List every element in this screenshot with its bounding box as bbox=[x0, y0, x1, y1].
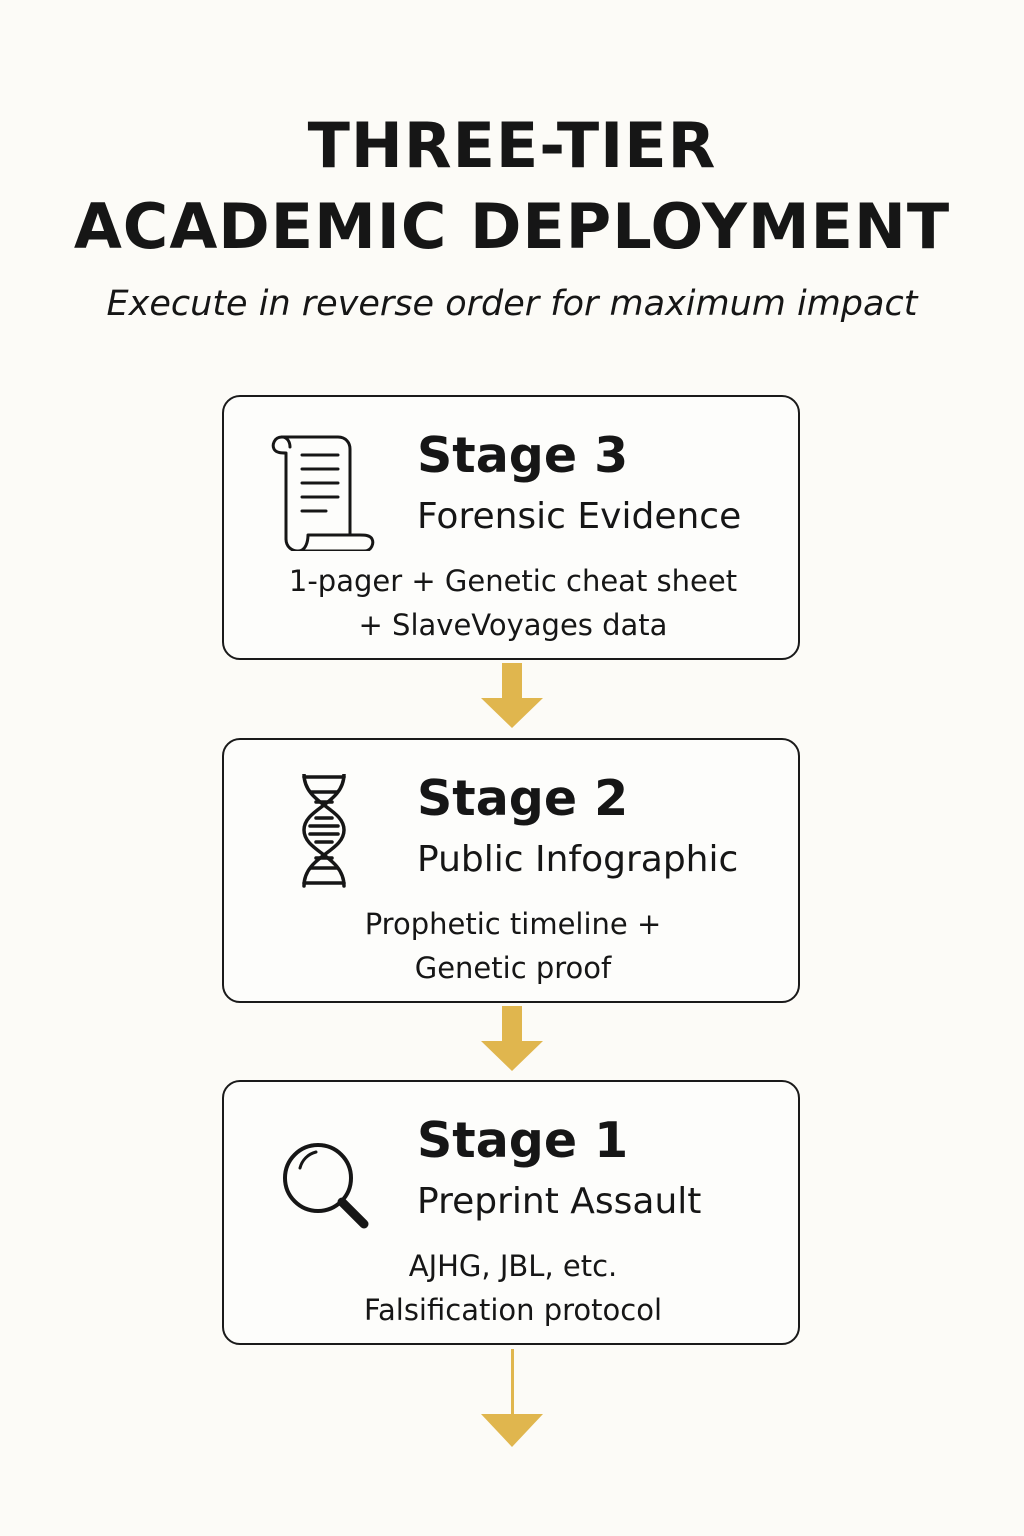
magnifying-glass-icon bbox=[283, 1143, 369, 1229]
stage-1-label: Stage 1 bbox=[417, 1112, 629, 1169]
arrow-stage1-out bbox=[481, 1349, 543, 1447]
stage-1-card: Stage 1 Preprint Assault AJHG, JBL, etc.… bbox=[222, 1080, 800, 1345]
stage-3-name: Forensic Evidence bbox=[417, 496, 742, 537]
stage-2-label: Stage 2 bbox=[417, 770, 629, 827]
stage-3-description: 1-pager + Genetic cheat sheet + SlaveVoy… bbox=[224, 559, 802, 647]
stage-3-desc-line-2: + SlaveVoyages data bbox=[358, 608, 668, 642]
stage-2-description: Prophetic timeline + Genetic proof bbox=[224, 902, 802, 990]
stage-1-desc-line-2: Falsification protocol bbox=[363, 1293, 663, 1327]
stage-2-desc-line-2: Genetic proof bbox=[414, 951, 612, 985]
stage-2-card: Stage 2 Public Infographic Prophetic tim… bbox=[222, 738, 800, 1003]
arrow-stage2-to-stage1 bbox=[481, 1006, 543, 1071]
stage-1-description: AJHG, JBL, etc. Falsification protocol bbox=[224, 1244, 802, 1332]
stage-2-name: Public Infographic bbox=[417, 839, 739, 880]
subtitle: Execute in reverse order for maximum imp… bbox=[106, 284, 918, 324]
arrow-stage3-to-stage2 bbox=[481, 663, 543, 728]
stage-3-label: Stage 3 bbox=[417, 427, 629, 484]
title-line-2: ACADEMIC DEPLOYMENT bbox=[73, 190, 951, 263]
dna-helix-icon bbox=[302, 774, 346, 888]
stage-1-desc-line-1: AJHG, JBL, etc. bbox=[408, 1249, 618, 1283]
scroll-document-icon bbox=[271, 435, 375, 551]
stage-3-card: Stage 3 Forensic Evidence 1-pager + Gene… bbox=[222, 395, 800, 660]
stage-2-desc-line-1: Prophetic timeline + bbox=[364, 907, 662, 941]
stage-3-desc-line-1: 1-pager + Genetic cheat sheet bbox=[288, 564, 738, 598]
stage-1-name: Preprint Assault bbox=[417, 1181, 702, 1222]
title-line-1: THREE-TIER bbox=[307, 109, 717, 182]
